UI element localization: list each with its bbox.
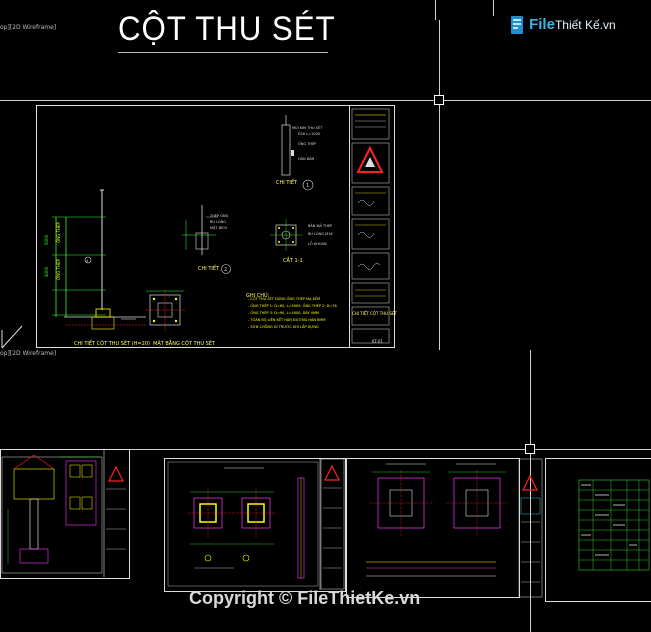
crosshair-h-top <box>0 100 651 101</box>
crosshair-v-top <box>439 20 440 350</box>
title-underline <box>118 52 328 53</box>
sheet-main[interactable] <box>36 105 395 348</box>
sheet-c[interactable] <box>346 458 520 598</box>
svg-text:D16 L=1000: D16 L=1000 <box>298 132 320 136</box>
svg-text:2: 2 <box>224 267 227 273</box>
logo: FileThiết Kế.vn <box>510 14 616 35</box>
ucs-icon-left <box>1 325 23 349</box>
section-label: CẮT 1-1 <box>283 258 303 264</box>
svg-text:- SƠN CHỐNG GỈ TRƯỚC KHI LẮP D: - SƠN CHỐNG GỈ TRƯỚC KHI LẮP DỰNG <box>248 324 319 329</box>
sheet-main-drawing: 5000 4000 ỐNG THÉP ỐNG THÉP 4 THÉP ỐNG B… <box>44 108 390 344</box>
sheet-c-title-block <box>518 458 543 598</box>
sheet-c-drawing <box>366 463 508 577</box>
crosshair-v-bottom <box>530 350 531 632</box>
svg-text:4: 4 <box>86 259 89 263</box>
drawing-title: CỘT THU SÉT <box>118 10 336 48</box>
detail1-label: CHI TIẾT <box>276 180 297 186</box>
detail1-label-text: CHI TIẾT <box>276 180 298 186</box>
notes-title: GHI CHÚ: <box>246 293 270 299</box>
svg-text:- CỘT THU SÉT DÙNG ỐNG THÉP MẠ: - CỘT THU SÉT DÙNG ỐNG THÉP MẠ KẼM <box>248 296 320 301</box>
svg-text:- ỐNG THÉP 3: D=90, L=4000, DÀ: - ỐNG THÉP 3: D=90, L=4000, DÀY 4MM <box>248 310 319 315</box>
grip-handle-top[interactable] <box>434 95 444 105</box>
sheet-name: CHI TIẾT CỘT THU SÉT <box>352 311 397 316</box>
detail2-label-text: CHI TIẾT <box>198 266 220 272</box>
title-block-divider <box>349 106 350 347</box>
svg-text:4000: 4000 <box>44 266 49 277</box>
svg-text:1: 1 <box>306 183 309 189</box>
svg-text:ỐNG THÉP: ỐNG THÉP <box>298 141 316 146</box>
svg-text:- ỐNG THÉP 1: D=60, L=5000; ỐN: - ỐNG THÉP 1: D=60, L=5000; ỐNG THÉP 2: … <box>248 303 337 308</box>
grip-handle-bottom[interactable] <box>525 444 535 454</box>
svg-text:- TOÀN BỘ LIÊN KẾT HÀN ĐƯỜNG H: - TOÀN BỘ LIÊN KẾT HÀN ĐƯỜNG HÀN 6MM <box>248 316 325 322</box>
sheet-code: KT-01 <box>372 339 383 344</box>
sheet-a-drawing <box>1 449 126 577</box>
svg-text:BẢN MÃ THÉP: BẢN MÃ THÉP <box>308 223 332 228</box>
logo-domain: .vn <box>599 18 616 32</box>
bottom-mid-caption: MẶT BẰNG CỘT THU SÉT <box>153 341 215 347</box>
logo-main: File <box>529 16 555 33</box>
detail2-label: CHI TIẾT <box>198 266 219 272</box>
sheet-b-title-block <box>320 458 345 590</box>
logo-icon <box>511 15 523 34</box>
logo-text: FileThiết Kế.vn <box>529 16 616 33</box>
svg-text:MŨI KIM THU SÉT: MŨI KIM THU SÉT <box>292 125 323 130</box>
crosshair-v-top-stub <box>435 0 436 20</box>
viewport-label-top[interactable]: op][2D Wireframe] <box>0 24 57 31</box>
bottom-left-caption: CHI TIẾT CỘT THU SÉT (H=20) <box>74 341 150 347</box>
svg-text:LỖ KHOAN: LỖ KHOAN <box>308 241 327 246</box>
sheet-d[interactable] <box>545 458 651 602</box>
sheet-a[interactable] <box>0 449 130 579</box>
viewport-label-mid[interactable]: op][2D Wireframe] <box>0 350 57 357</box>
svg-text:MẶT BÍCH: MẶT BÍCH <box>210 225 228 230</box>
crosshair-v-top-stub2 <box>493 0 494 16</box>
sheet-b-drawing <box>167 458 321 590</box>
sheet-b[interactable] <box>164 458 346 592</box>
svg-text:5000: 5000 <box>44 234 49 245</box>
svg-text:BU LÔNG M16: BU LÔNG M16 <box>308 231 333 236</box>
svg-text:BU LÔNG: BU LÔNG <box>210 219 226 224</box>
svg-text:HÀN BẢN: HÀN BẢN <box>298 156 315 161</box>
copyright-watermark: Copyright © FileThietKe.vn <box>189 588 421 608</box>
logo-sub: Thiết Kế <box>554 18 600 32</box>
svg-text:ỐNG THÉP: ỐNG THÉP <box>56 259 61 280</box>
svg-text:ỐNG THÉP: ỐNG THÉP <box>56 222 61 243</box>
crosshair-h-bottom <box>0 449 651 450</box>
sheet-d-table <box>578 479 650 571</box>
svg-text:THÉP ỐNG: THÉP ỐNG <box>209 213 229 218</box>
